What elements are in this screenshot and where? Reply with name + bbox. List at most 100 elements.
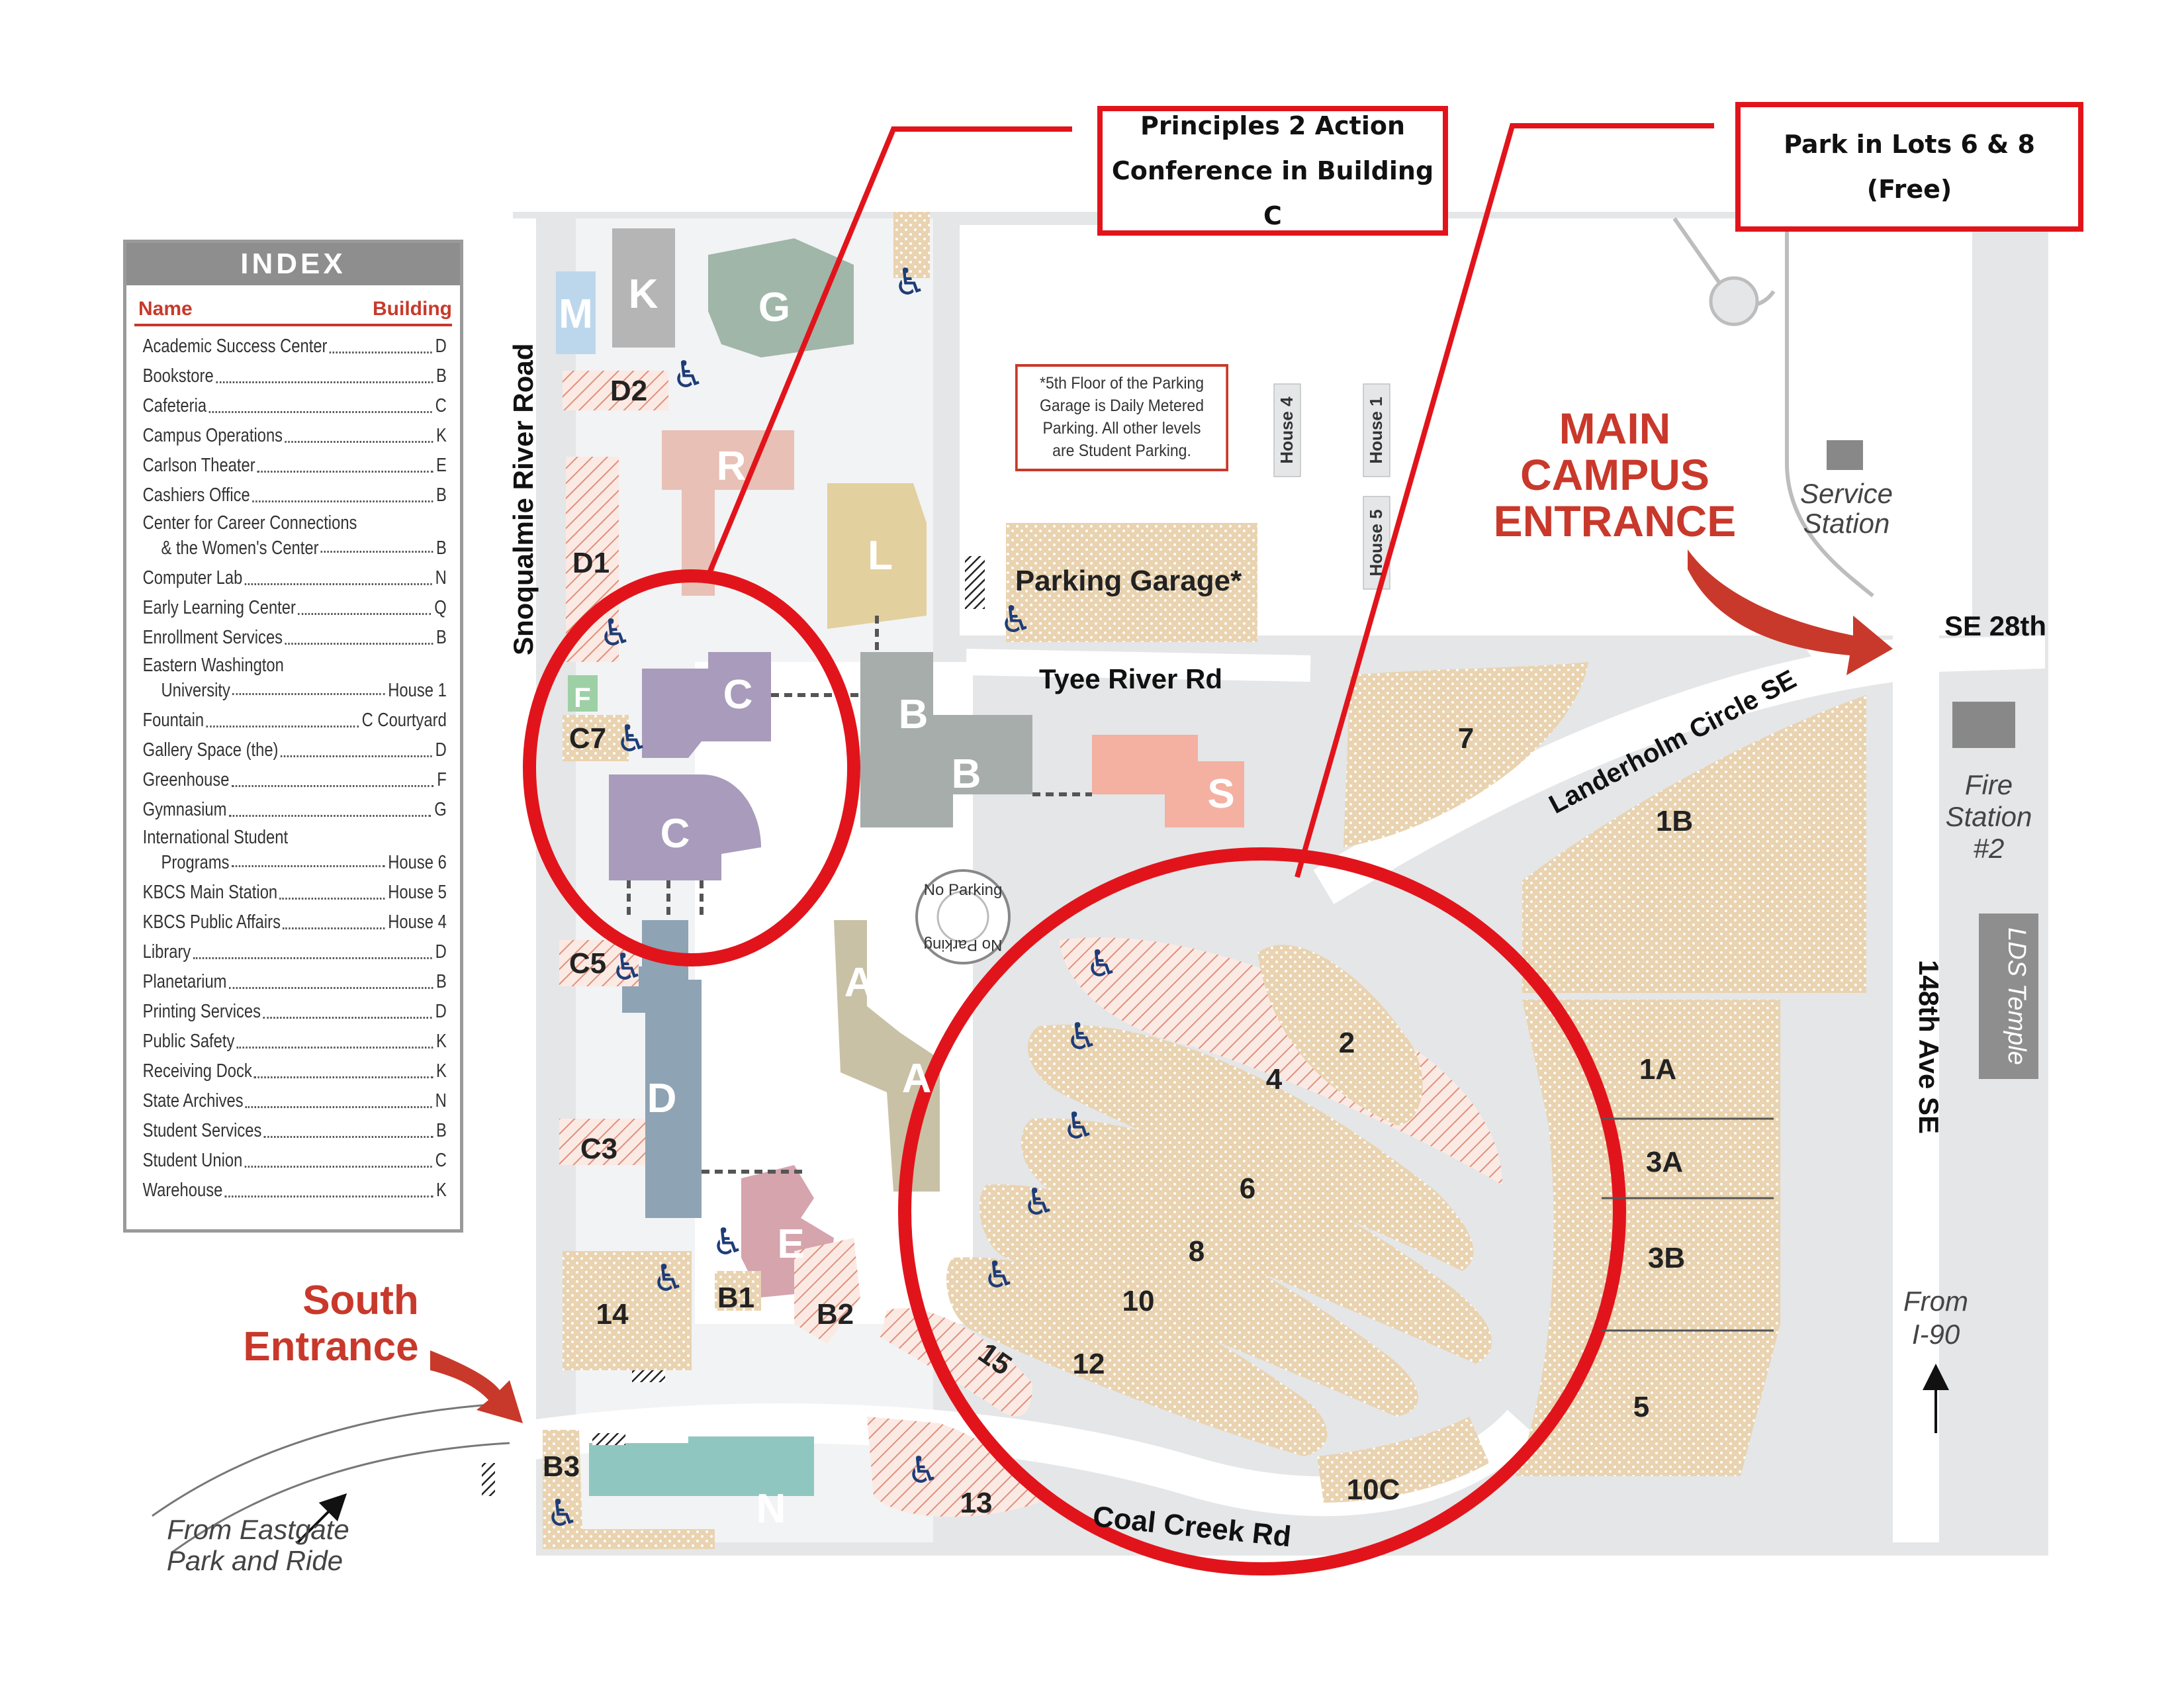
building-B-upper-label: B [899, 692, 929, 737]
index-entry-name: Student Services [142, 1120, 262, 1141]
road-148th [1893, 218, 1939, 1542]
loading-zone-marker [592, 1433, 625, 1445]
building-S [1092, 735, 1244, 827]
index-leader-dots [244, 1166, 432, 1168]
building-C-upper [642, 652, 771, 758]
index-entry-building: House 1 [388, 680, 447, 701]
wheelchair-icon: ♿ [672, 353, 705, 397]
lot-1B [1522, 695, 1866, 993]
lot-D2-label: D2 [610, 375, 647, 407]
index-leader-dots [279, 898, 385, 900]
index-entry-name-cont: University [161, 680, 230, 701]
index-leader-dots [257, 471, 433, 473]
parking-connector [1295, 123, 1714, 878]
conference-connector [705, 126, 1072, 577]
road-tyee [966, 649, 1311, 682]
garage-note-line: Garage is Daily Metered [1040, 397, 1204, 415]
index-entry-building: B [435, 971, 447, 992]
index-entry-building: F [437, 769, 447, 790]
index-leader-dots [280, 755, 432, 757]
conference-callout-line1: Principles 2 Action [1140, 111, 1406, 140]
no-parking-circle-inner [936, 890, 989, 943]
lot-B1-label: B1 [717, 1282, 754, 1314]
lot-C7-label: C7 [569, 722, 606, 755]
index-entry-name-cont: Programs [161, 852, 230, 873]
walkway-c-d [627, 880, 704, 920]
index-entry-name: Receiving Dock [142, 1060, 252, 1082]
building-A-upper-label: A [844, 960, 874, 1006]
wheelchair-icon: ♿ [615, 718, 649, 761]
index-entry-name: International Student [142, 827, 289, 848]
index-leader-dots [228, 987, 433, 989]
index-entry-building: B [435, 1120, 447, 1141]
index-entry-building: K [435, 1180, 447, 1201]
index-entry-name: Enrollment Services [142, 627, 283, 648]
lds-temple-label: LDS Temple [2003, 927, 2030, 1065]
index-entry: Student Services B [143, 1116, 447, 1146]
building-L [827, 483, 927, 629]
index-leader-dots [232, 693, 385, 695]
lot-4-label: 4 [1266, 1063, 1283, 1096]
building-C-lower-label: C [660, 811, 690, 857]
lot-8-label: 8 [1189, 1235, 1205, 1268]
index-entry-building: D [435, 941, 447, 962]
building-B [860, 652, 1032, 827]
conference-callout-box: Principles 2 Action Conference in Buildi… [1097, 106, 1448, 236]
index-entry-name: Gymnasium [142, 799, 227, 820]
main-entrance-line2: CAMPUS [1520, 450, 1709, 499]
index-leader-dots [228, 815, 432, 817]
building-index: INDEX Name Building Academic Success Cen… [123, 240, 463, 1233]
lot-8 [1021, 1118, 1492, 1364]
service-station-label2: Station [1803, 508, 1890, 539]
index-entry-building: B [435, 538, 447, 559]
lot-1B-label: 1B [1656, 805, 1693, 837]
lot-B2-label: B2 [817, 1298, 854, 1331]
building-c-highlight-circle [523, 569, 860, 966]
index-entry-building: B [435, 365, 447, 387]
index-entry-building: C [435, 1150, 447, 1171]
building-B-lower-label: B [952, 751, 981, 797]
index-entry-building: B [435, 627, 447, 648]
fire-station-building [1952, 702, 2015, 748]
index-entry-building: K [435, 1031, 447, 1052]
index-leader-dots [298, 613, 432, 615]
index-leader-dots [252, 500, 433, 502]
lot-D2 [563, 371, 668, 410]
index-leader-dots [263, 1017, 432, 1019]
wheelchair-icon: ♿ [983, 1254, 1016, 1297]
parking-callout-line1: Park in Lots 6 & 8 [1784, 130, 2035, 159]
index-leader-dots [245, 1106, 432, 1108]
lot-15 [880, 1308, 1032, 1417]
index-entry-name: Carlson Theater [142, 455, 255, 476]
index-entry: Center for Career Connections& the Women… [143, 510, 447, 563]
index-entry-name: Public Safety [142, 1031, 235, 1052]
parking-garage-note: *5th Floor of the Parking Garage is Dail… [1015, 364, 1228, 471]
south-entrance-line1: South [302, 1278, 419, 1323]
road-eastgate-edge2 [171, 1442, 510, 1554]
index-entry-name: Student Union [142, 1150, 243, 1171]
from-i90-label1: From [1903, 1286, 1968, 1317]
service-station-building [1827, 440, 1863, 470]
index-entry-building: C [435, 395, 447, 416]
index-leader-dots [329, 352, 432, 353]
index-entry-name: Early Learning Center [142, 597, 296, 618]
index-leader-dots [215, 381, 433, 383]
building-N-label: N [756, 1486, 786, 1532]
upper-loop-circle [1709, 276, 1759, 326]
house-4 [1273, 383, 1301, 477]
lot-12-label: 12 [1073, 1348, 1105, 1380]
service-station-label1: Service [1800, 478, 1893, 509]
lot-C5-label: C5 [569, 947, 606, 980]
lot-13-label: 13 [960, 1487, 993, 1519]
index-leader-dots [206, 726, 359, 727]
building-D [622, 920, 702, 1218]
wheelchair-icon: ♿ [893, 261, 927, 304]
